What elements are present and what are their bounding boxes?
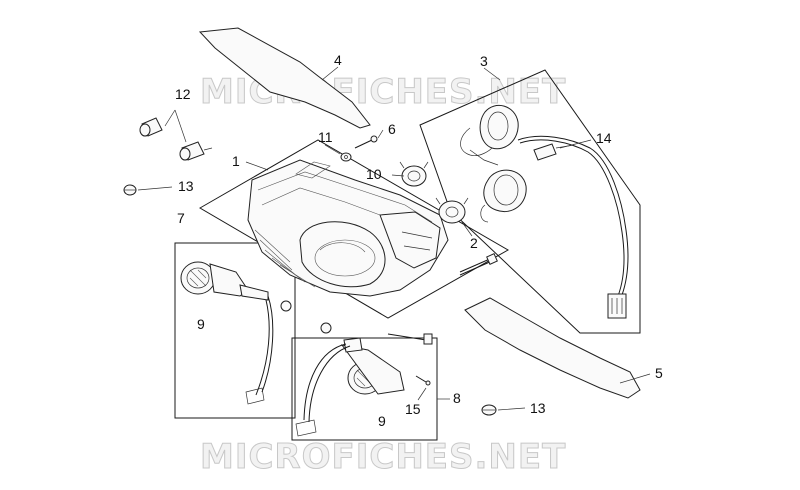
lower-fairing-strip: [464, 297, 641, 399]
right-turn-indicator: [295, 322, 433, 437]
bulb-socket-upper: [460, 104, 519, 156]
callout-4: 4: [334, 52, 342, 68]
callout-12: 12: [175, 86, 191, 102]
callout-9-left: 9: [197, 316, 205, 332]
callout-9-right: 9: [378, 413, 386, 429]
callout-13-right: 13: [530, 400, 546, 416]
headlight-assembly: [247, 159, 449, 297]
callout-13-left: 13: [178, 178, 194, 194]
washer-11: [340, 152, 352, 162]
callout-3: 3: [480, 53, 488, 69]
bulb-holder-2: [435, 197, 469, 224]
callout-6: 6: [388, 121, 396, 137]
bulb-holder-10: [399, 161, 429, 187]
callout-10: 10: [366, 166, 382, 182]
callout-14: 14: [596, 130, 612, 146]
bulb-socket-lower: [480, 169, 527, 223]
callout-5: 5: [655, 365, 663, 381]
callout-7: 7: [177, 210, 185, 226]
mounting-bolt: [459, 253, 498, 276]
callout-15: 15: [405, 401, 421, 417]
callout-8: 8: [453, 390, 461, 406]
left-indicator-frame: [174, 242, 296, 419]
left-turn-indicator: [180, 261, 292, 405]
bulb-12-bottom: [179, 141, 213, 161]
screw-6: [354, 135, 378, 149]
leader-lines: [137, 66, 651, 411]
callout-1: 1: [232, 153, 240, 169]
callout-11: 11: [318, 129, 333, 145]
bulb-12-top: [139, 117, 163, 137]
upper-fairing-strip: [198, 27, 371, 129]
right-indicator-frame: [291, 337, 438, 441]
bulb-13-right: [481, 404, 497, 416]
bulb-13-left: [123, 184, 137, 196]
callout-2: 2: [470, 235, 478, 251]
wiring-harness: [469, 135, 629, 319]
watermark-bottom: MICROFICHES.NET: [200, 437, 566, 477]
